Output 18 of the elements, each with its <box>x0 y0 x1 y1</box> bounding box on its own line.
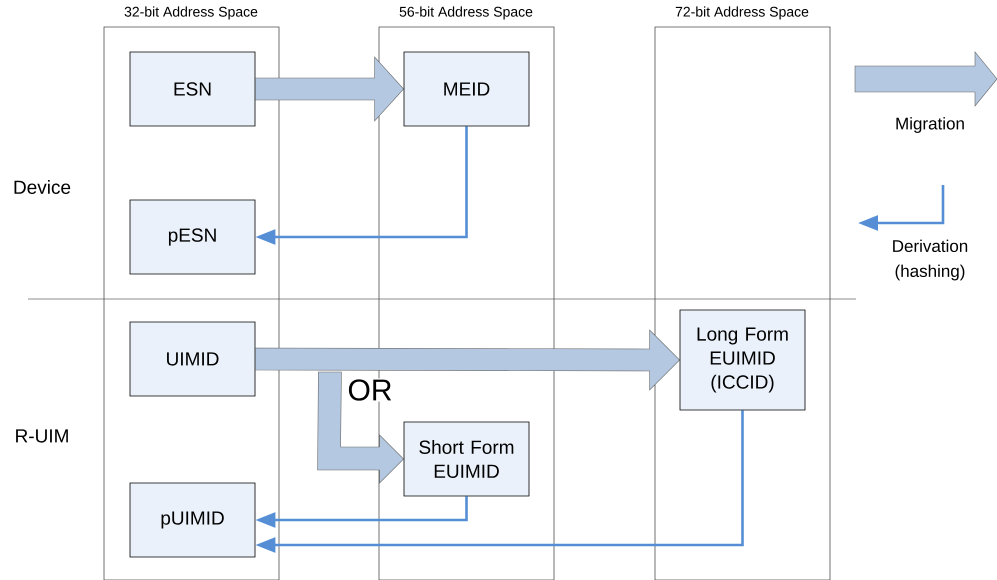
id-box: pESN <box>130 200 256 274</box>
id-box: UIMID <box>130 322 256 396</box>
block-arrow <box>317 372 404 484</box>
id-box: Short Form EUIMID <box>404 422 530 496</box>
id-box: Long Form EUIMID (ICCID) <box>680 310 806 410</box>
block-arrow <box>255 329 680 391</box>
id-box: MEID <box>404 52 530 126</box>
legend-text: Migration <box>896 117 964 133</box>
legend-text: Derivation (hashing) <box>893 240 968 280</box>
row-label: R-UIM <box>16 429 68 443</box>
edge-label: OR <box>348 379 392 401</box>
column-heading: 56-bit Address Space <box>400 6 532 20</box>
column-heading: 72-bit Address Space <box>676 6 808 20</box>
block-arrow <box>255 56 404 122</box>
id-box: ESN <box>130 52 256 126</box>
row-label: Device <box>14 180 70 194</box>
id-box: pUIMID <box>130 482 256 558</box>
column-heading: 32-bit Address Space <box>124 6 258 20</box>
